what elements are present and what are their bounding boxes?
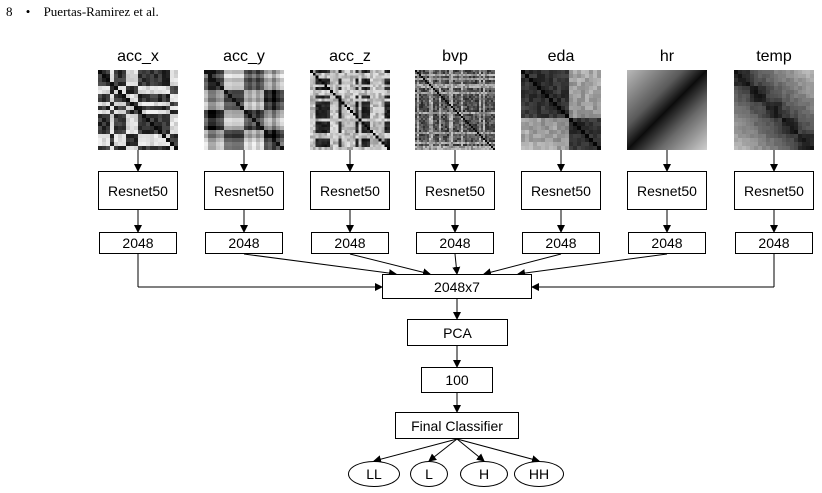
resnet50-box-hr: Resnet50	[627, 171, 707, 210]
recurrence-plot-eda	[521, 70, 601, 150]
page-number: 8	[6, 4, 13, 19]
feature-vector-box-eda: 2048	[522, 232, 600, 254]
header-bullet: •	[25, 4, 31, 19]
recurrence-plot-acc-x	[98, 70, 178, 150]
class-node-h: H	[460, 461, 508, 487]
final-classifier-box: Final Classifier	[395, 412, 519, 439]
recurrence-plot-hr	[627, 70, 707, 150]
resnet50-box-acc-y: Resnet50	[204, 171, 284, 210]
resnet50-box-acc-z: Resnet50	[310, 171, 390, 210]
author-list: Puertas-Ramirez et al.	[43, 4, 159, 19]
resnet50-box-acc-x: Resnet50	[98, 171, 178, 210]
modality-label-acc-z: acc_z	[329, 48, 371, 65]
class-node-ll: LL	[348, 461, 400, 487]
modality-label-hr: hr	[659, 48, 675, 65]
feature-vector-box-temp: 2048	[735, 232, 813, 254]
resnet50-box-eda: Resnet50	[521, 171, 601, 210]
recurrence-plot-acc-z	[310, 70, 390, 150]
recurrence-plot-acc-y	[204, 70, 284, 150]
resnet50-box-bvp: Resnet50	[415, 171, 495, 210]
running-head: 8 • Puertas-Ramirez et al.	[6, 4, 169, 20]
concatenation-box: 2048x7	[382, 274, 532, 299]
modality-label-bvp: bvp	[442, 48, 468, 65]
resnet50-box-temp: Resnet50	[734, 171, 814, 210]
modality-label-temp: temp	[756, 48, 792, 65]
modality-label-eda: eda	[547, 48, 575, 65]
pca-box: PCA	[407, 319, 508, 346]
recurrence-plot-temp	[734, 70, 814, 150]
feature-vector-box-acc-x: 2048	[99, 232, 177, 254]
modality-label-acc-x: acc_x	[117, 48, 159, 65]
feature-vector-box-acc-y: 2048	[205, 232, 283, 254]
class-node-l: L	[410, 461, 448, 487]
feature-vector-box-acc-z: 2048	[311, 232, 389, 254]
feature-vector-box-bvp: 2048	[416, 232, 494, 254]
reduced-features-box: 100	[421, 367, 493, 393]
class-node-hh: HH	[514, 461, 564, 487]
feature-vector-box-hr: 2048	[628, 232, 706, 254]
recurrence-plot-bvp	[415, 70, 495, 150]
modality-label-acc-y: acc_y	[223, 48, 265, 65]
